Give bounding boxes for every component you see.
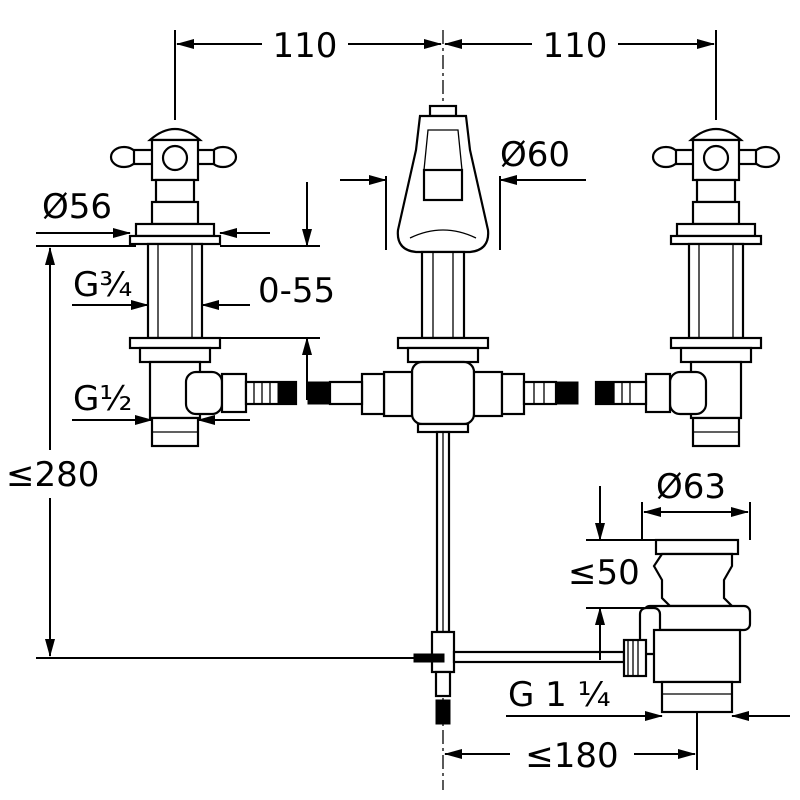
label-waste-diameter: Ø63 bbox=[656, 467, 726, 507]
label-thread-upper: G¾ bbox=[73, 265, 132, 305]
label-spout-diameter: Ø60 bbox=[500, 135, 570, 175]
label-spacing-right: 110 bbox=[543, 26, 608, 66]
waste-fitting bbox=[622, 538, 752, 714]
right-valve bbox=[594, 30, 781, 448]
label-max-height: ≤280 bbox=[6, 455, 99, 495]
label-spacing-left: 110 bbox=[273, 26, 338, 66]
left-valve bbox=[109, 30, 298, 448]
label-adjust-range: 0-55 bbox=[258, 271, 335, 311]
label-thread-lower: G½ bbox=[73, 379, 132, 419]
center-spout bbox=[307, 104, 626, 725]
dimension-labels: 110 110 Ø60 Ø56 G¾ 0-55 G½ ≤280 Ø63 ≤50 … bbox=[4, 22, 726, 776]
label-waste-height: ≤50 bbox=[568, 553, 640, 593]
label-handle-diameter: Ø56 bbox=[42, 187, 112, 227]
label-waste-thread: G 1 ¼ bbox=[508, 675, 611, 715]
label-waste-distance: ≤180 bbox=[525, 736, 618, 776]
